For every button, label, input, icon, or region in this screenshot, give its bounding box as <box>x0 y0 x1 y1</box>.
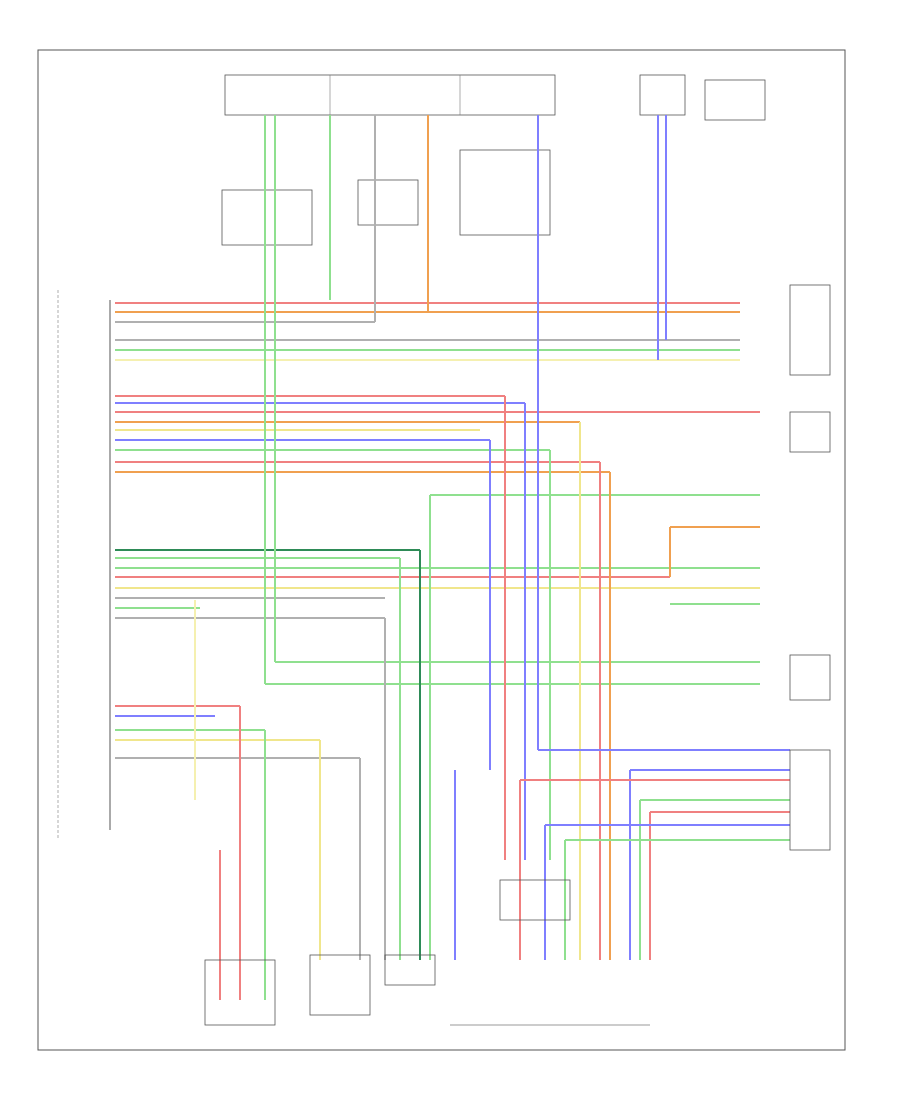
bottom-components <box>204 879 650 1026</box>
wire-bundle-3 <box>115 494 760 619</box>
relay-component <box>221 149 551 246</box>
switch-wires <box>520 749 790 841</box>
page-frame <box>37 49 846 1051</box>
wire-bundle-4 <box>115 661 760 759</box>
right-switches <box>789 284 831 851</box>
ecm-module <box>57 290 111 840</box>
vertical-wires <box>194 115 671 1000</box>
wire-bundle-2 <box>115 395 760 473</box>
relay-box-top <box>224 74 766 121</box>
